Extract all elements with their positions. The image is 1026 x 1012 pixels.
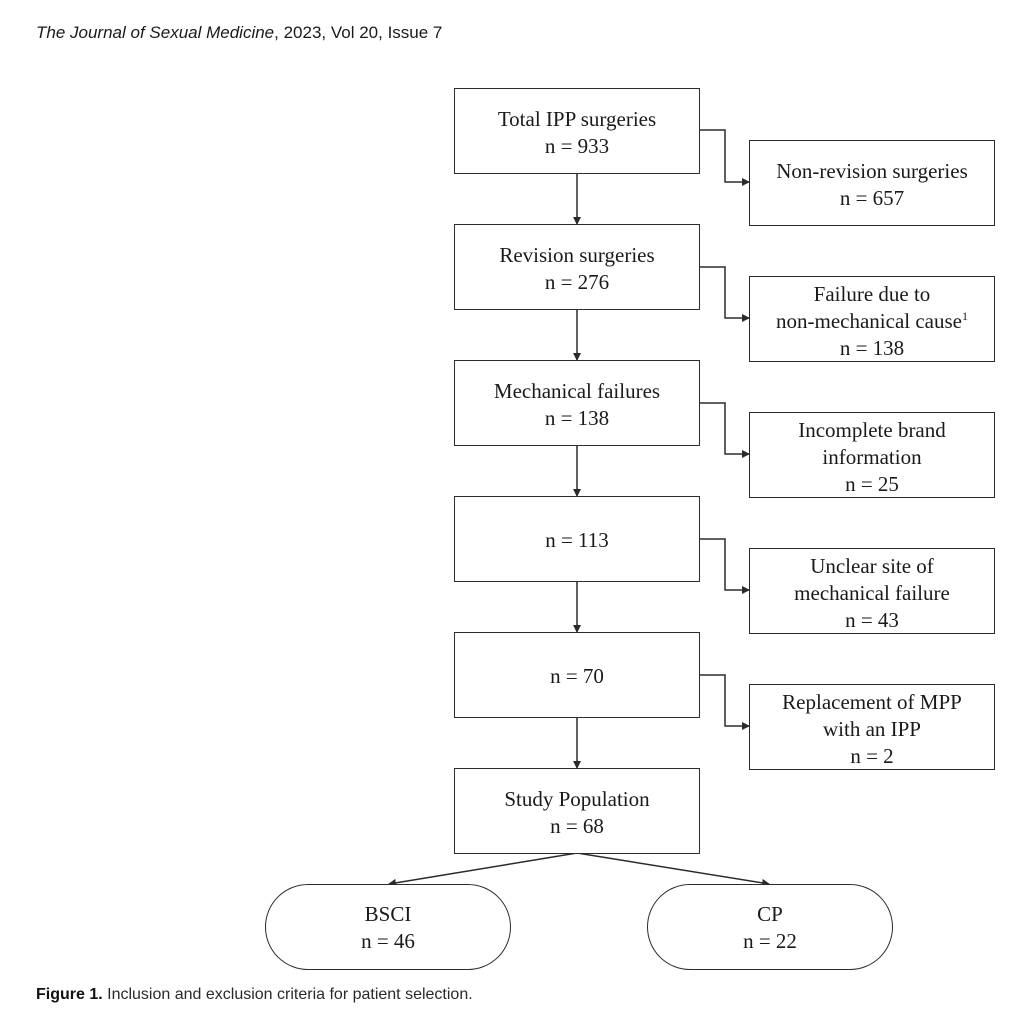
exclusion-line1: Replacement of MPP: [782, 690, 962, 714]
journal-details: , 2023, Vol 20, Issue 7: [274, 23, 443, 42]
step-count: n = 113: [545, 528, 609, 552]
exclusion-line2: information: [822, 445, 922, 469]
group-label: CP: [757, 902, 783, 926]
exclusion-line2: with an IPP: [822, 717, 921, 741]
exclusion-non-mechanical: Failure due to non-mechanical cause1 n =…: [749, 276, 995, 362]
exclusion-line2-wrap: non-mechanical cause1: [750, 308, 994, 335]
exclusion-count: n = 43: [845, 608, 899, 632]
step-count: n = 68: [550, 814, 604, 838]
exclusion-unclear-site: Unclear site of mechanical failure n = 4…: [749, 548, 995, 634]
exclusion-count: n = 138: [839, 336, 905, 360]
exclusion-line1: Incomplete brand: [798, 418, 946, 442]
step-113: n = 113: [454, 496, 700, 582]
exclusion-connector-3: [699, 402, 750, 458]
exclusion-replacement-mpp: Replacement of MPP with an IPP n = 2: [749, 684, 995, 770]
group-bsci: BSCI n = 46: [265, 884, 511, 970]
exclusion-count: n = 25: [845, 472, 899, 496]
step-label: Revision surgeries: [499, 243, 655, 267]
step-label: Total IPP surgeries: [497, 107, 657, 131]
journal-name: The Journal of Sexual Medicine: [36, 23, 275, 42]
step-count: n = 70: [550, 664, 604, 688]
exclusion-line1: Failure due to: [813, 282, 931, 306]
journal-header: The Journal of Sexual Medicine, 2023, Vo…: [36, 22, 442, 44]
exclusion-count: n = 657: [839, 186, 905, 210]
step-revision-surgeries: Revision surgeries n = 276: [454, 224, 700, 310]
exclusion-connector-1: [699, 129, 750, 186]
exclusion-non-revision: Non-revision surgeries n = 657: [749, 140, 995, 226]
exclusion-connector-2: [699, 266, 750, 322]
exclusion-line2: non-mechanical cause: [776, 309, 962, 333]
exclusion-connector-4: [699, 538, 750, 594]
footnote-mark: 1: [962, 309, 968, 323]
step-label: Study Population: [504, 787, 650, 811]
group-count: n = 22: [743, 929, 797, 953]
step-mechanical-failures: Mechanical failures n = 138: [454, 360, 700, 446]
exclusion-incomplete-brand: Incomplete brand information n = 25: [749, 412, 995, 498]
step-count: n = 933: [544, 134, 610, 158]
step-count: n = 276: [544, 270, 610, 294]
exclusion-count: n = 2: [850, 744, 894, 768]
arrow-to-cp: [576, 852, 770, 887]
figure-label: Figure 1.: [36, 986, 103, 1003]
step-study-population: Study Population n = 68: [454, 768, 700, 854]
step-label: Mechanical failures: [493, 379, 661, 403]
step-count: n = 138: [544, 406, 610, 430]
exclusion-connector-5: [699, 674, 750, 730]
step-70: n = 70: [454, 632, 700, 718]
step-total-ipp-surgeries: Total IPP surgeries n = 933: [454, 88, 700, 174]
exclusion-line1: Non-revision surgeries: [776, 159, 968, 183]
caption-text: Inclusion and exclusion criteria for pat…: [102, 986, 473, 1003]
group-count: n = 46: [361, 929, 415, 953]
exclusion-line2: mechanical failure: [794, 581, 950, 605]
group-label: BSCI: [364, 902, 412, 926]
arrow-to-bsci: [388, 852, 578, 887]
figure-caption: Figure 1. Inclusion and exclusion criter…: [36, 985, 473, 1005]
exclusion-line1: Unclear site of: [810, 554, 934, 578]
group-cp: CP n = 22: [647, 884, 893, 970]
